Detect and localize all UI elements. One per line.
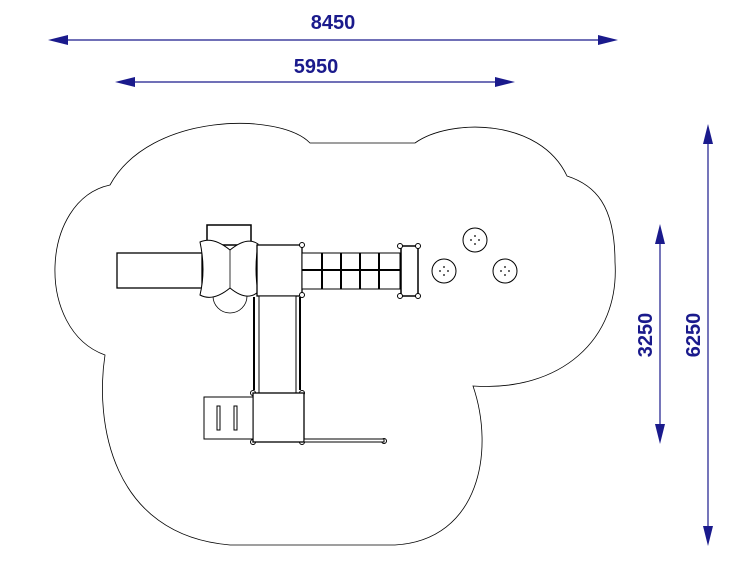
end-platform bbox=[400, 245, 419, 297]
stepping-stone bbox=[431, 258, 457, 284]
safety-zone-outline bbox=[54, 123, 616, 546]
ladder-bridge bbox=[301, 252, 401, 290]
platform-lower bbox=[252, 392, 305, 443]
steps bbox=[203, 396, 254, 440]
dimension-overall-width: 8450 bbox=[48, 12, 618, 45]
half-circle-hatch bbox=[212, 295, 248, 314]
structure-width-label: 5950 bbox=[294, 56, 339, 78]
play-structure bbox=[116, 224, 518, 445]
structure-depth-label: 3250 bbox=[635, 313, 657, 358]
dimension-overall-depth: 6250 bbox=[683, 124, 713, 546]
dimension-structure-width: 5950 bbox=[115, 56, 515, 87]
roof-panel-left bbox=[199, 239, 259, 298]
dimension-structure-depth: 3250 bbox=[635, 224, 665, 444]
stepping-stones bbox=[431, 227, 518, 284]
stepping-stone bbox=[462, 227, 488, 253]
roof-box bbox=[206, 224, 252, 246]
vertical-bridge bbox=[253, 295, 301, 394]
overall-width-label: 8450 bbox=[311, 12, 356, 34]
overall-depth-label: 6250 bbox=[683, 313, 705, 358]
balance-bar bbox=[303, 438, 385, 443]
platform-upper bbox=[256, 244, 303, 297]
slide bbox=[116, 252, 203, 289]
stepping-stone bbox=[492, 258, 518, 284]
